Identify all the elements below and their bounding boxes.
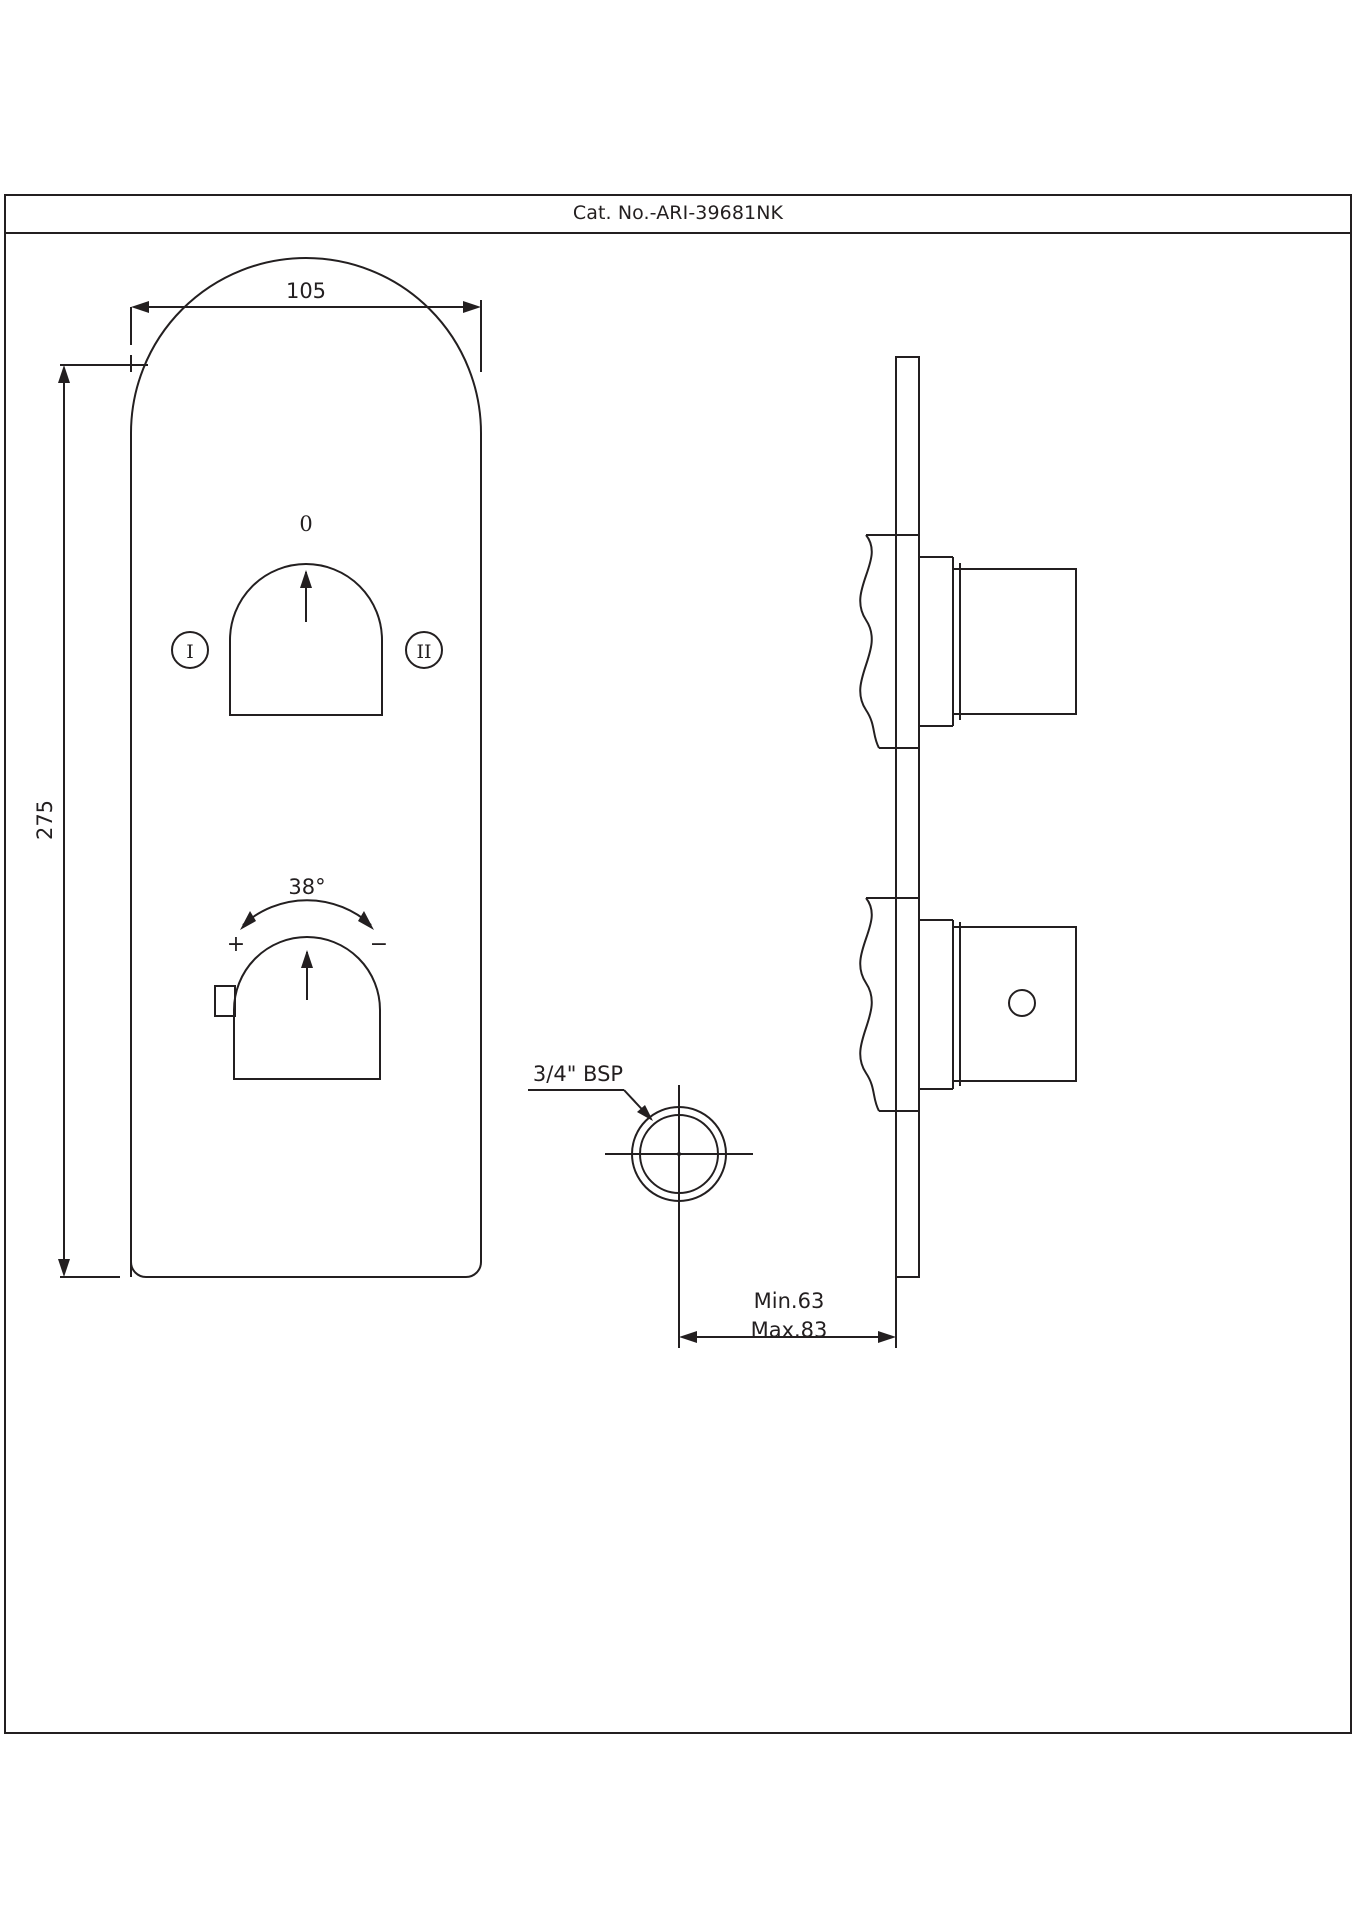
port-two-marker (405, 631, 443, 669)
side-view-upper-body (859, 534, 1077, 749)
minus-label: − (370, 932, 388, 957)
min-depth-label: Min.63 (754, 1289, 825, 1313)
side-view-lower-body (859, 897, 1077, 1112)
width-dimension (110, 300, 482, 372)
max-depth-label: Max.83 (751, 1318, 828, 1342)
width-dimension-label: 105 (286, 279, 326, 303)
front-plate-outline (130, 257, 482, 1278)
port-one-marker (171, 631, 209, 669)
depth-dimension (678, 1180, 897, 1348)
thread-size-label: 3/4" BSP (533, 1062, 623, 1086)
side-view-plate (895, 356, 920, 1278)
zero-marker-label: 0 (299, 512, 312, 536)
height-dimension-label: 275 (33, 800, 57, 840)
temperature-arc (240, 899, 374, 930)
temperature-limit-label: 38° (288, 875, 325, 899)
drawing-frame (4, 194, 1352, 1734)
catalog-number-label: Cat. No.-ARI-39681NK (572, 202, 784, 224)
bsp-leader-line (528, 1089, 653, 1121)
diverter-handle (229, 563, 383, 716)
thermostatic-handle (214, 936, 381, 1080)
title-bar: Cat. No.-ARI-39681NK (4, 194, 1352, 234)
port-one-label: I (186, 641, 194, 663)
height-dimension (58, 364, 120, 1278)
port-two-label: II (416, 641, 431, 663)
plus-label: + (227, 932, 245, 957)
